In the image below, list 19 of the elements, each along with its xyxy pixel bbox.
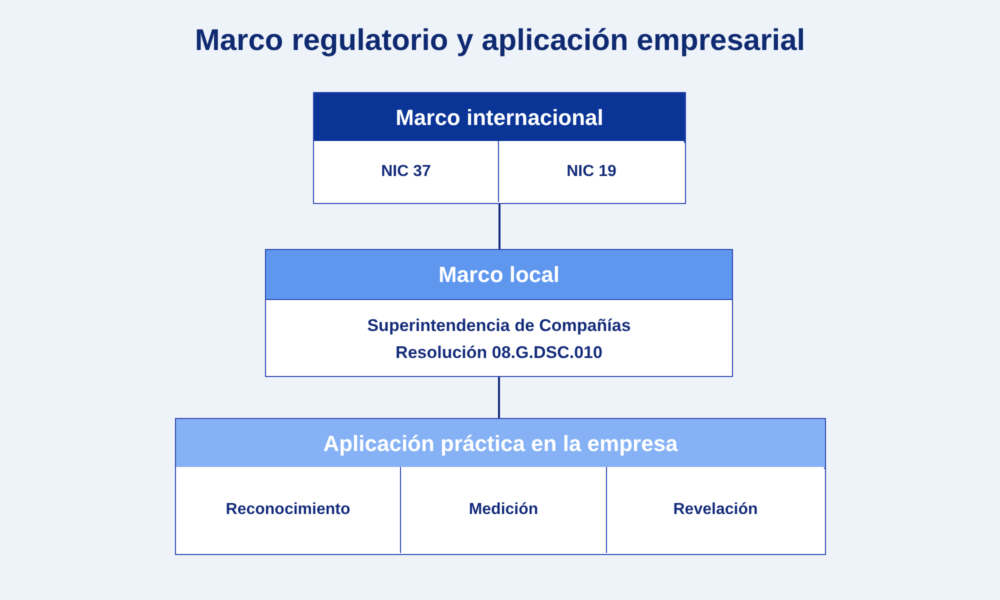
header-bar: Aplicación práctica en la empresa xyxy=(176,419,825,469)
cell-label: NIC 37 xyxy=(381,162,431,180)
table-cell xyxy=(176,467,401,553)
cell-label: Reconocimiento xyxy=(226,501,350,519)
diagram-title: Marco regulatorio y aplicación empresarial xyxy=(194,24,806,58)
panel-box xyxy=(265,249,733,377)
panel-box xyxy=(175,418,826,555)
header-bar: Marco internacional xyxy=(314,93,685,143)
body-text: Resolución 08.G.DSC.010 xyxy=(394,343,604,363)
body-text: Superintendencia de Compañías xyxy=(366,316,632,336)
panel-box xyxy=(313,92,686,204)
table-cell xyxy=(401,467,607,553)
table-cell xyxy=(314,141,499,202)
header-bar: Marco local xyxy=(266,250,732,300)
connector-line xyxy=(498,204,500,249)
connector-line xyxy=(498,377,500,418)
cell-label: Revelación xyxy=(673,501,758,519)
cell-label: Medición xyxy=(468,501,538,519)
cell-label: NIC 19 xyxy=(566,162,616,180)
